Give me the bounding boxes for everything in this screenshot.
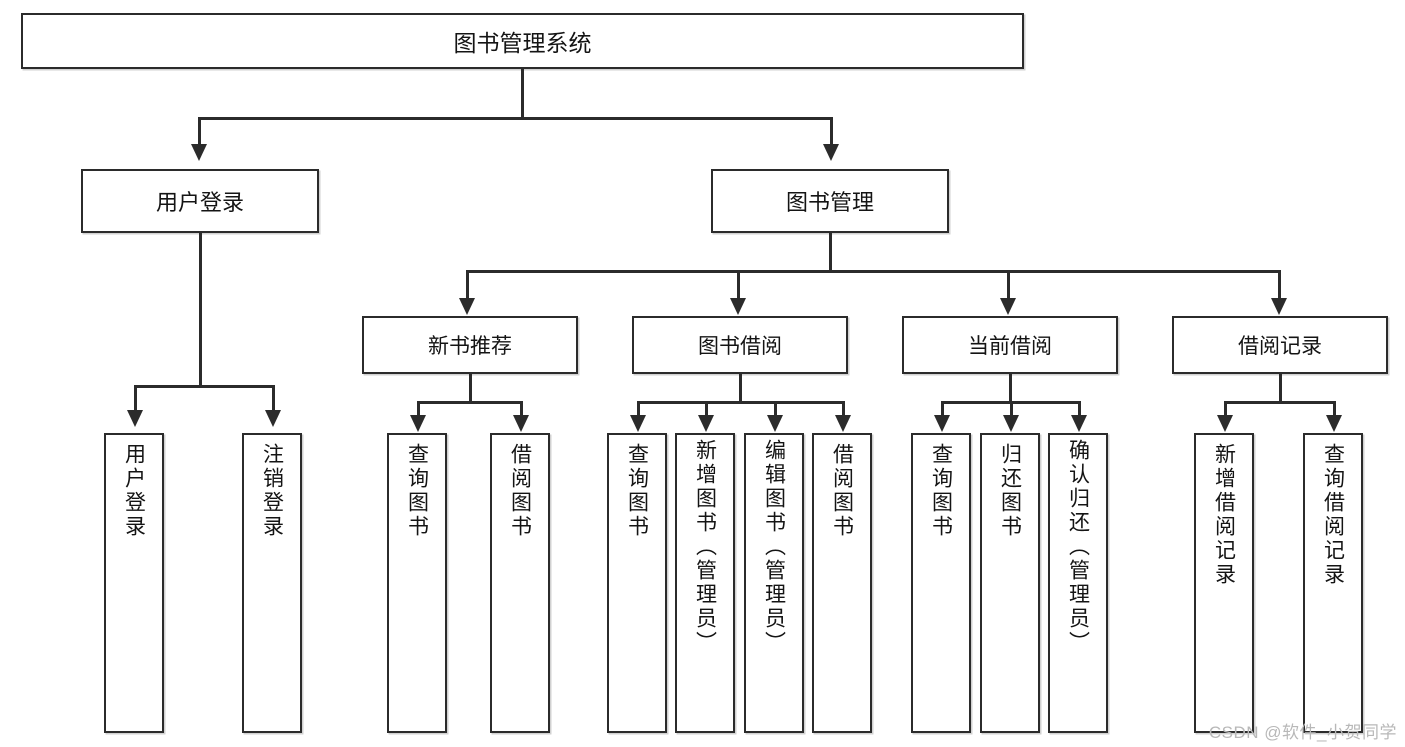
leaf-bb-add-book-admin-label: 新增图书（管理员）	[693, 439, 717, 655]
leaf-nbr-query-books[interactable]: 查询图书	[387, 433, 447, 733]
edge-bm-drop-4	[1278, 270, 1281, 298]
arrowhead-cb-leaf-3	[1071, 415, 1087, 432]
leaf-br-add-record[interactable]: 新增借阅记录	[1194, 433, 1254, 733]
arrowhead-bb-leaf-1	[630, 415, 646, 432]
edge-book-management-stem	[829, 233, 832, 270]
node-user-login[interactable]: 用户登录	[81, 169, 319, 233]
arrowhead-root-to-book-manage	[823, 144, 839, 161]
node-book-management[interactable]: 图书管理	[711, 169, 949, 233]
edge-bm-drop-1	[466, 270, 469, 298]
node-new-book-recommend-label: 新书推荐	[428, 335, 512, 358]
edge-bb-bus	[637, 401, 844, 404]
leaf-cb-confirm-return-admin[interactable]: 确认归还（管理员）	[1048, 433, 1108, 733]
edge-nbr-bus	[417, 401, 522, 404]
edge-cb-drop-3	[1078, 401, 1081, 415]
arrowhead-bb-leaf-4	[835, 415, 851, 432]
edge-root-bus	[198, 117, 832, 120]
edge-br-stem	[1279, 374, 1282, 401]
node-current-borrow-label: 当前借阅	[968, 335, 1052, 358]
edge-bm-drop-3	[1007, 270, 1010, 298]
leaf-logout-label: 注销登录	[260, 443, 284, 539]
arrowhead-nbr-leaf-1	[410, 415, 426, 432]
edge-cb-drop-1	[941, 401, 944, 415]
edge-nbr-drop-1	[417, 401, 420, 415]
node-book-borrow[interactable]: 图书借阅	[632, 316, 848, 374]
leaf-bb-borrow-books-label: 借阅图书	[830, 443, 854, 539]
node-book-management-label: 图书管理	[785, 190, 874, 215]
leaf-user-login-label: 用户登录	[122, 443, 146, 539]
edge-bb-stem	[739, 374, 742, 401]
node-user-login-label: 用户登录	[155, 190, 244, 215]
leaf-nbr-query-books-label: 查询图书	[405, 443, 429, 539]
edge-br-drop-1	[1224, 401, 1227, 415]
edge-user-login-drop-2	[272, 385, 275, 410]
node-borrow-record[interactable]: 借阅记录	[1172, 316, 1388, 374]
arrowhead-to-current-borrow	[1000, 298, 1016, 315]
leaf-cb-query-books-label: 查询图书	[929, 443, 953, 539]
arrowhead-bb-leaf-3	[767, 415, 783, 432]
arrowhead-to-new-book-recommend	[459, 298, 475, 315]
edge-user-login-stem	[199, 233, 202, 385]
edge-cb-drop-2	[1010, 401, 1013, 415]
edge-bb-drop-3	[774, 401, 777, 415]
edge-cb-stem	[1009, 374, 1012, 401]
leaf-logout[interactable]: 注销登录	[242, 433, 302, 733]
edge-nbr-drop-2	[520, 401, 523, 415]
arrowhead-br-leaf-2	[1326, 415, 1342, 432]
leaf-cb-return-books[interactable]: 归还图书	[980, 433, 1040, 733]
leaf-bb-add-book-admin[interactable]: 新增图书（管理员）	[675, 433, 735, 733]
arrowhead-br-leaf-1	[1217, 415, 1233, 432]
edge-bb-drop-1	[637, 401, 640, 415]
leaf-bb-borrow-books[interactable]: 借阅图书	[812, 433, 872, 733]
edge-bb-drop-2	[705, 401, 708, 415]
arrowhead-to-borrow-record	[1271, 298, 1287, 315]
edge-nbr-stem	[469, 374, 472, 401]
edge-root-drop-2	[830, 117, 833, 144]
edge-bm-drop-2	[737, 270, 740, 298]
leaf-bb-query-books[interactable]: 查询图书	[607, 433, 667, 733]
leaf-bb-query-books-label: 查询图书	[625, 443, 649, 539]
arrowhead-to-user-login-leaf	[127, 410, 143, 427]
edge-br-drop-2	[1333, 401, 1336, 415]
edge-user-login-drop-1	[134, 385, 137, 410]
leaf-br-query-record[interactable]: 查询借阅记录	[1303, 433, 1363, 733]
arrowhead-cb-leaf-2	[1003, 415, 1019, 432]
arrowhead-to-book-borrow	[730, 298, 746, 315]
edge-root-stem	[521, 69, 524, 117]
node-root-system[interactable]: 图书管理系统	[21, 13, 1024, 69]
edge-br-bus	[1224, 401, 1335, 404]
leaf-nbr-borrow-books-label: 借阅图书	[508, 443, 532, 539]
leaf-cb-return-books-label: 归还图书	[998, 443, 1022, 539]
arrowhead-bb-leaf-2	[698, 415, 714, 432]
leaf-br-query-record-label: 查询借阅记录	[1321, 443, 1345, 587]
node-new-book-recommend[interactable]: 新书推荐	[362, 316, 578, 374]
edge-bb-drop-4	[842, 401, 845, 415]
leaf-user-login[interactable]: 用户登录	[104, 433, 164, 733]
leaf-bb-edit-book-admin-label: 编辑图书（管理员）	[762, 439, 786, 655]
leaf-bb-edit-book-admin[interactable]: 编辑图书（管理员）	[744, 433, 804, 733]
edge-root-drop-1	[198, 117, 201, 144]
node-root-label: 图书管理系统	[453, 30, 592, 56]
edge-book-management-bus	[466, 270, 1280, 273]
arrowhead-root-to-user-login	[191, 144, 207, 161]
node-current-borrow[interactable]: 当前借阅	[902, 316, 1118, 374]
leaf-br-add-record-label: 新增借阅记录	[1212, 443, 1236, 587]
leaf-nbr-borrow-books[interactable]: 借阅图书	[490, 433, 550, 733]
edge-user-login-bus	[134, 385, 273, 388]
leaf-cb-query-books[interactable]: 查询图书	[911, 433, 971, 733]
arrowhead-nbr-leaf-2	[513, 415, 529, 432]
arrowhead-to-logout-leaf	[265, 410, 281, 427]
node-book-borrow-label: 图书借阅	[698, 335, 782, 358]
node-borrow-record-label: 借阅记录	[1238, 335, 1322, 358]
leaf-cb-confirm-return-admin-label: 确认归还（管理员）	[1066, 439, 1090, 655]
arrowhead-cb-leaf-1	[934, 415, 950, 432]
